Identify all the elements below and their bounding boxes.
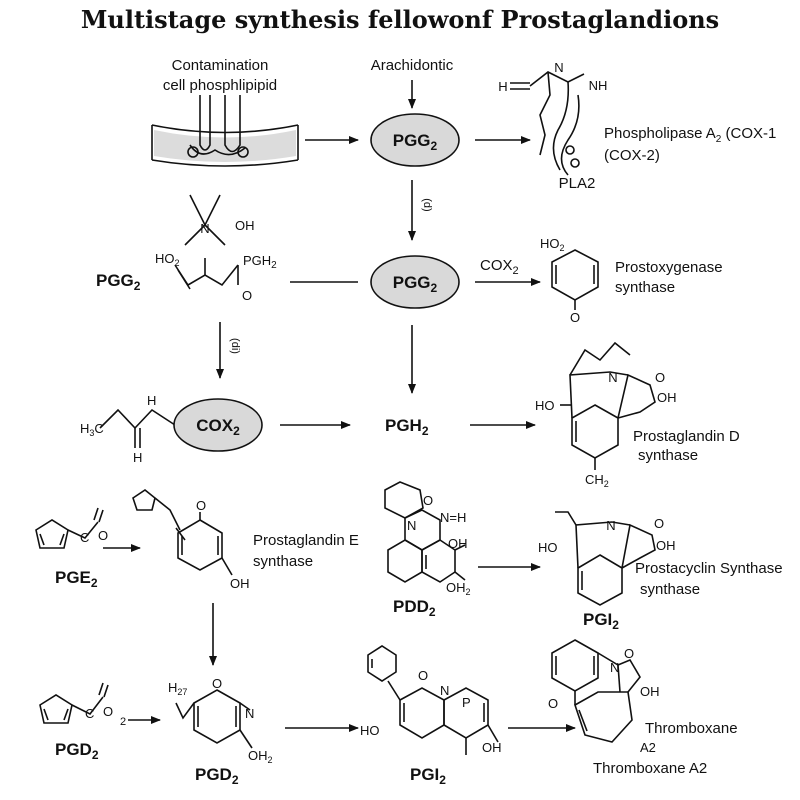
pgd2-center-label: PGD2 [195,765,239,787]
pgg2-node-mid [370,255,460,309]
pgd-synthase-label-line1: Prostaglandin D [633,428,740,445]
pgd2-left-label: PGD2 [55,740,99,762]
pgd-ch2-atom: CH2 [585,472,609,489]
pgi2-right-structure [555,511,656,606]
thromboxane-n-atom: N [610,660,619,675]
pgi2-bottom-n-atom: N [440,683,449,698]
pla2-h-atom: H [498,79,507,94]
pgi2-bottom-p-atom: P [462,695,471,710]
prostoxygenase-label-line2: synthase [615,279,675,296]
pgi2-bottom-oh-atom: OH [482,740,502,755]
di-mark: (di) [229,338,241,354]
pgg2-top-label: PGG2 [393,131,438,153]
cell-membrane-drawing [151,95,299,167]
diagram-title: Multistage synthesis fellowonf Prostagla… [81,5,719,34]
thromboxane-o-atom: O [624,646,634,661]
pgd2-center-o-atom: O [212,676,222,691]
cox2-substrate-h-atom-top: H [147,393,156,408]
pge2-left-structure [35,507,104,549]
pdd2-oh2-atom: OH2 [446,580,471,597]
pgg2-mid-label: PGG2 [393,273,438,295]
thromboxane-oh-atom: OH [640,684,660,699]
pdd2-oh-atom: OH [448,536,468,551]
pgd2-center-h27-atom: H27 [168,680,187,697]
pdd2-structure [384,481,466,583]
pgg2-left-o-atom: O [242,288,252,303]
prostacyclin-synthase-label-line2: synthase [640,581,700,598]
prostaglandin-d-structure [560,341,656,470]
pla2-structure [510,71,585,176]
pgi2-right-label: PGI2 [583,610,619,632]
cox2-node [173,398,263,452]
pge-intermediate-structure [132,489,233,576]
pge2-left-o-atom: O [98,528,108,543]
pdd2-nh-atom: N=H [440,510,466,525]
pla2-n-atom: N [554,60,563,75]
pgd2-center-n-atom: N [245,706,254,721]
pgd2-center-oh2-atom: OH2 [248,748,273,765]
thromboxane-o-atom-2: O [548,696,558,711]
d-mark: (d) [421,198,433,211]
pgi2-right-n-atom: N [606,518,615,533]
thromboxane-label: Thromboxane [645,720,738,737]
pdd2-o-atom: O [423,493,433,508]
pgg2-left-label: PGG2 [96,271,141,293]
pgd-n-atom: N [608,370,617,385]
pge-intermediate-o-atom: O [196,498,206,513]
thromboxane-structure [551,639,641,743]
cox2-substrate-h3c-atom: H3C [80,421,104,438]
pgd2-left-structure [39,682,109,724]
prostoxygenase-ring-structure [551,249,599,310]
pgi2-bottom-ho-atom: HO [360,723,380,738]
pgd-ho-atom: HO [535,398,555,413]
phospholipase-label-line2: (COX-2) [604,147,660,164]
pgd-o-atom: O [655,370,665,385]
pge2-left-c-atom: C [80,530,89,545]
prostoxygenase-label-line1: Prostoxygenase [615,259,723,276]
pge-synthase-label-line1: Prostaglandin E [253,532,359,549]
membrane-label-line1: Contamination [172,57,269,74]
pgi2-bottom-label: PGI2 [410,765,446,787]
pgd2-center-structure [175,689,253,749]
pdd2-label: PDD2 [393,597,436,619]
pgd-synthase-label-line2: synthase [638,447,698,464]
cox2-node-label: COX2 [196,416,240,438]
thromboxane-a2-label: Thromboxane A2 [593,760,707,777]
pgi2-bottom-o-atom: O [418,668,428,683]
pgh2-label: PGH2 [385,416,429,438]
pgi2-right-ho-atom: HO [538,540,558,555]
cox2-substrate-structure [99,408,176,448]
pgg2-left-pgh2-atom: PGH2 [243,253,277,271]
pgg2-left-n-atom: N [200,221,209,236]
pgg2-node-top [370,113,460,167]
pgi2-right-oh-atom: OH [656,538,676,553]
cox2-substrate-h-atom-bottom: H [133,450,142,465]
pge-synthase-label-line2: synthase [253,553,313,570]
cox2-label-row2: COX2 [480,257,519,277]
prostacyclin-synthase-label-line1: Prostacyclin Synthase [635,560,783,577]
pgg2-left-ho-atom: HO2 [155,251,180,268]
pgg2-left-oh-atom: OH [235,218,255,233]
pgi2-bottom-structure [367,645,499,755]
pge2-label: PGE2 [55,568,98,590]
pgd2-left-c-atom: C [85,706,94,721]
pla2-nh-atom: NH [589,78,608,93]
pgg2-left-structure [174,194,239,290]
pgd-oh-atom: OH [657,390,677,405]
pla2-label: PLA2 [559,175,596,192]
membrane-label-line2: cell phosphlipipid [163,77,277,94]
pdd2-n-atom: N [407,518,416,533]
thromboxane-a2-atom: A2 [640,740,656,755]
phospholipase-label-line1: Phospholipase A2 (COX-1 [604,125,776,145]
pgd2-left-o-atom: O [103,704,113,719]
prostoxygenase-ho-atom: HO2 [540,236,565,253]
arachidonic-label: Arachidontic [371,57,454,74]
prostoxygenase-o-atom: O [570,310,580,325]
pgi2-right-o-atom: O [654,516,664,531]
pge-intermediate-oh-atom: OH [230,576,250,591]
pgd2-left-sub-mark: 2 [120,716,126,728]
